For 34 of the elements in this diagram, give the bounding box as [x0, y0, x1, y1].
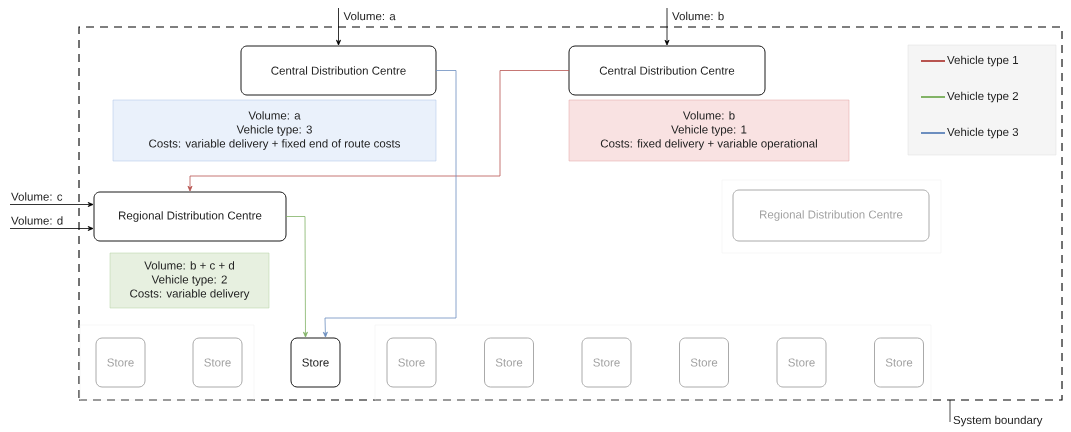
legend-label: Vehicle type 3 — [947, 127, 1019, 139]
info-box: Volume: b Vehicle type: 1 Costs: fixed delivery + variable operational — [568, 99, 850, 162]
arrow — [9, 226, 94, 231]
arrow — [322, 70, 457, 338]
legend-label: Vehicle type 1 — [947, 55, 1019, 67]
store-box: Store — [386, 337, 437, 388]
store-box: Store — [95, 337, 146, 388]
arrow — [187, 70, 570, 192]
store-box: Store — [679, 337, 729, 388]
store-box: Store — [874, 337, 924, 388]
distribution-centre-box: Regional Distribution Centre — [732, 189, 930, 242]
info-box: Volume: b + c + d Vehicle type: 2 Costs: variable delivery — [109, 252, 270, 309]
edge-label: Volume: c — [11, 192, 63, 201]
group-panel — [374, 324, 932, 401]
arrow — [9, 202, 94, 207]
store-box: Store — [484, 337, 534, 388]
distribution-centre-box: Central Distribution Centre — [240, 45, 437, 96]
group-panel — [79, 324, 255, 401]
arrow — [336, 7, 341, 46]
distribution-centre-box: Regional Distribution Centre — [93, 191, 287, 242]
store-box: Store — [581, 337, 632, 388]
arrow — [285, 216, 308, 338]
store-box: Store — [192, 337, 243, 388]
edge-label: Volume: b — [672, 11, 724, 21]
group-panel — [721, 179, 942, 254]
store-box: Store — [776, 337, 827, 388]
distribution-centre-box: Central Distribution Centre — [568, 45, 766, 96]
edge-label: Volume: a — [343, 11, 396, 21]
edge-label: Volume: d — [11, 216, 63, 225]
node-label: System boundary — [953, 415, 1043, 427]
legend-label: Vehicle type 2 — [947, 91, 1018, 103]
arrow — [664, 7, 670, 46]
info-box: Volume: a Vehicle type: 3 Costs: variable delivery + fixed end of route costs — [112, 99, 437, 162]
store-box: Store — [290, 337, 341, 388]
